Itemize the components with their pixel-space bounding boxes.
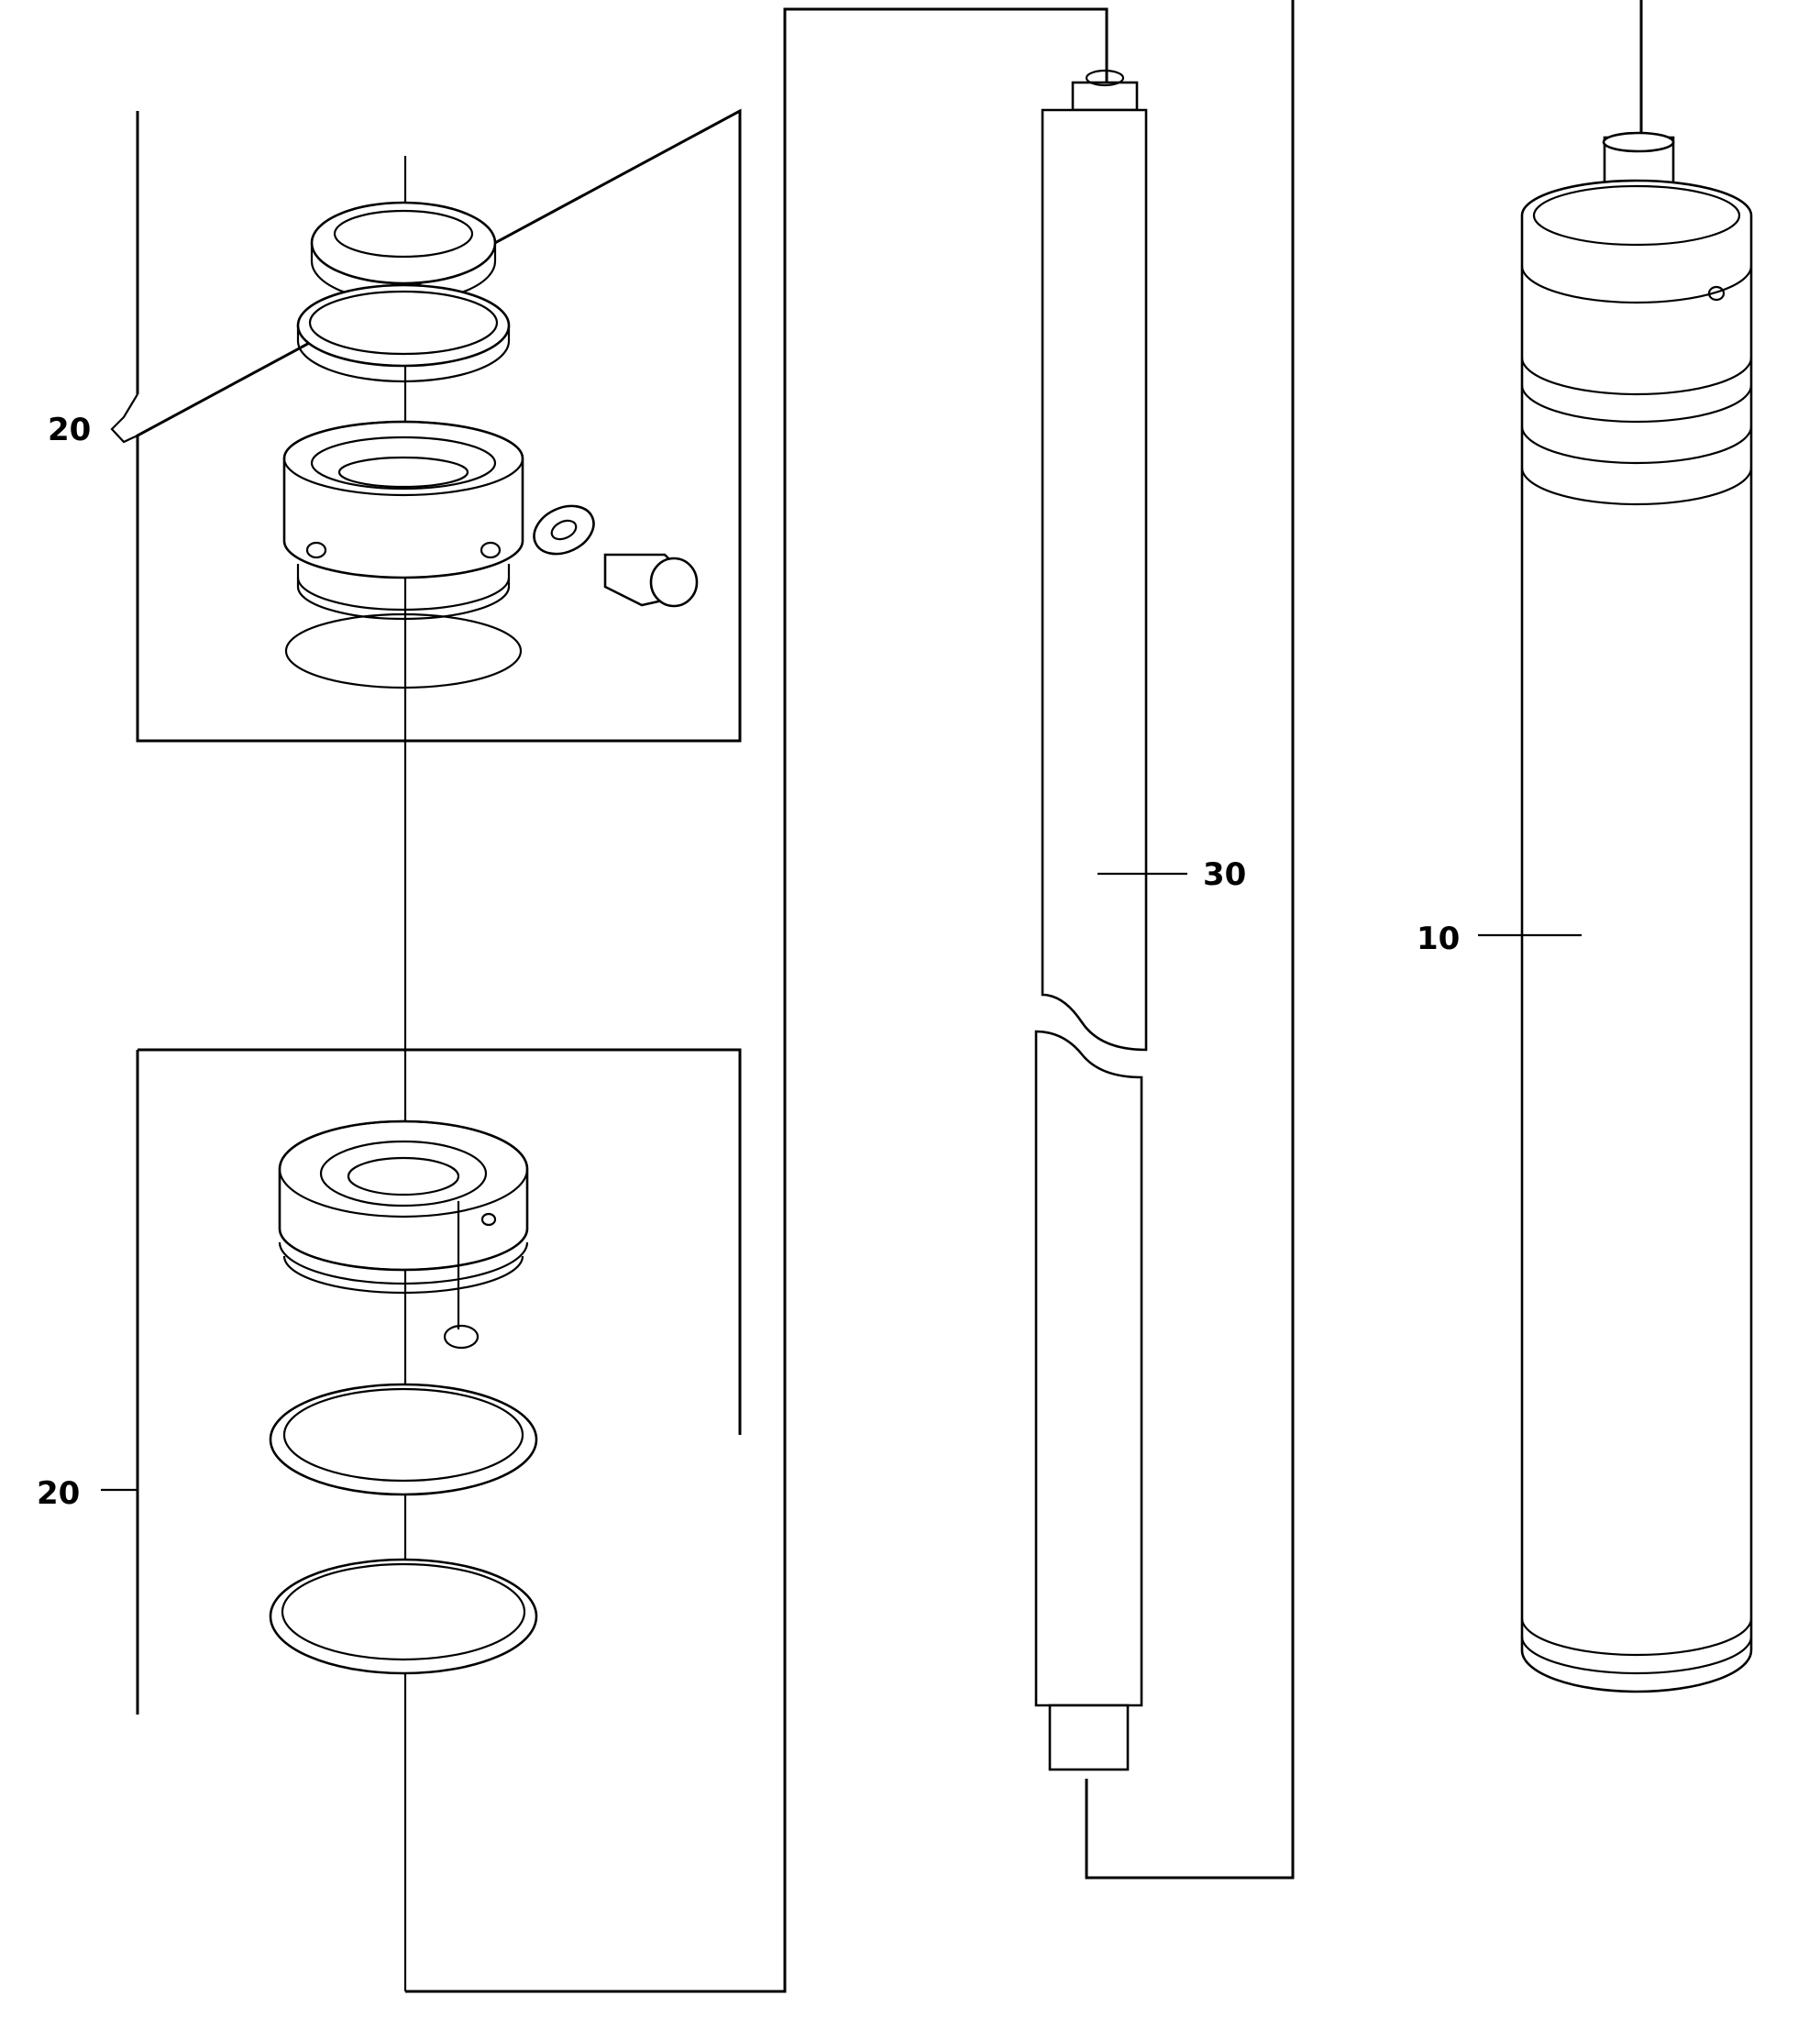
- washer: [533, 504, 595, 556]
- cylinder-barrel: [1520, 131, 1753, 1693]
- callout-20-lower: 20: [37, 1475, 80, 1512]
- gland-housing: [282, 420, 524, 621]
- ball-pin: [443, 1324, 480, 1350]
- piston-rod: [1034, 69, 1148, 1771]
- callout-30: 30: [1203, 856, 1246, 893]
- piston-seal-1: [269, 1383, 538, 1496]
- barrel-connector-line: [1085, 0, 1295, 1880]
- callout-10: 10: [1417, 921, 1460, 957]
- piston: [278, 1119, 529, 1295]
- callout-leaders: [101, 393, 1582, 1492]
- lower-kit-box: [138, 1048, 742, 1435]
- wiper-seal: [310, 201, 497, 303]
- guide-ring: [296, 283, 511, 383]
- upper-kit-box: [136, 108, 742, 743]
- bolt: [603, 553, 699, 608]
- rod-connector-line: [405, 7, 1109, 1993]
- upper-seal-kit: [282, 201, 699, 689]
- callout-20-upper: 20: [48, 412, 91, 448]
- o-ring: [284, 612, 523, 689]
- lower-seal-kit: [269, 1119, 538, 1675]
- leader-20-upper: [110, 393, 138, 444]
- piston-seal-2: [269, 1558, 538, 1675]
